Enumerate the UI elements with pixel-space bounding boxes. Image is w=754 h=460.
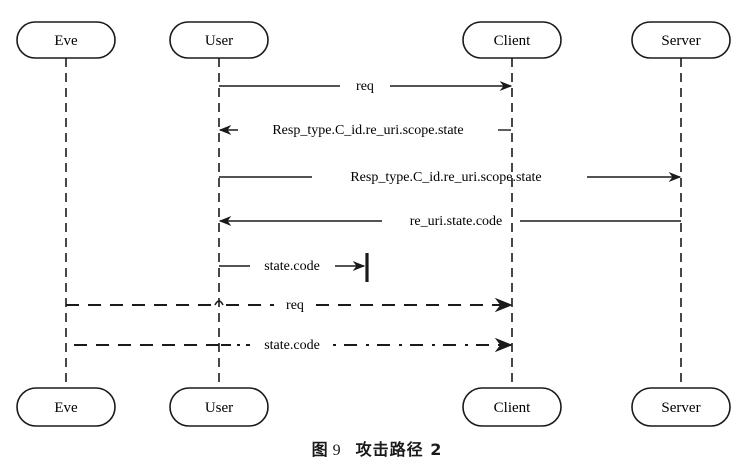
- actor-label: Eve: [54, 33, 78, 49]
- message-label: Resp_type.C_id.re_uri.scope.state: [272, 123, 463, 138]
- message-label: req: [286, 298, 304, 313]
- message-3: Resp_type.C_id.re_uri.scope.state: [219, 170, 682, 185]
- actor-user-top: User: [169, 21, 269, 59]
- message-6: req: [66, 297, 513, 313]
- message-label: Resp_type.C_id.re_uri.scope.state: [350, 170, 541, 185]
- actor-label: Server: [661, 400, 700, 416]
- caption-title: 攻击路径 2: [355, 440, 443, 459]
- message-label: re_uri.state.code: [410, 214, 503, 229]
- actor-label: Eve: [54, 400, 78, 416]
- actor-user-bottom: User: [169, 387, 269, 427]
- actor-server-bottom: Server: [631, 387, 731, 427]
- actor-eve-bottom: Eve: [16, 387, 116, 427]
- actor-label: Server: [661, 33, 700, 49]
- message-2: Resp_type.C_id.re_uri.scope.state: [218, 123, 511, 138]
- actor-label: Client: [494, 33, 531, 49]
- actor-label: User: [205, 33, 233, 49]
- message-4: re_uri.state.code: [218, 214, 681, 229]
- actor-client-top: Client: [462, 21, 562, 59]
- message-label: req: [356, 79, 374, 94]
- message-1: req: [219, 79, 513, 94]
- sequence-diagram: Eve User Client Server Eve User Client S…: [16, 21, 731, 427]
- caption-prefix: 图: [311, 440, 329, 459]
- message-7: state.code: [74, 337, 513, 353]
- actor-client-bottom: Client: [462, 387, 562, 427]
- message-5-blocked: state.code: [219, 253, 369, 282]
- caption-number: 9: [332, 442, 342, 459]
- message-label: state.code: [264, 338, 320, 353]
- message-label: state.code: [264, 259, 320, 274]
- actor-server-top: Server: [631, 21, 731, 59]
- actor-label: Client: [494, 400, 531, 416]
- actor-eve-top: Eve: [16, 21, 116, 59]
- actor-label: User: [205, 400, 233, 416]
